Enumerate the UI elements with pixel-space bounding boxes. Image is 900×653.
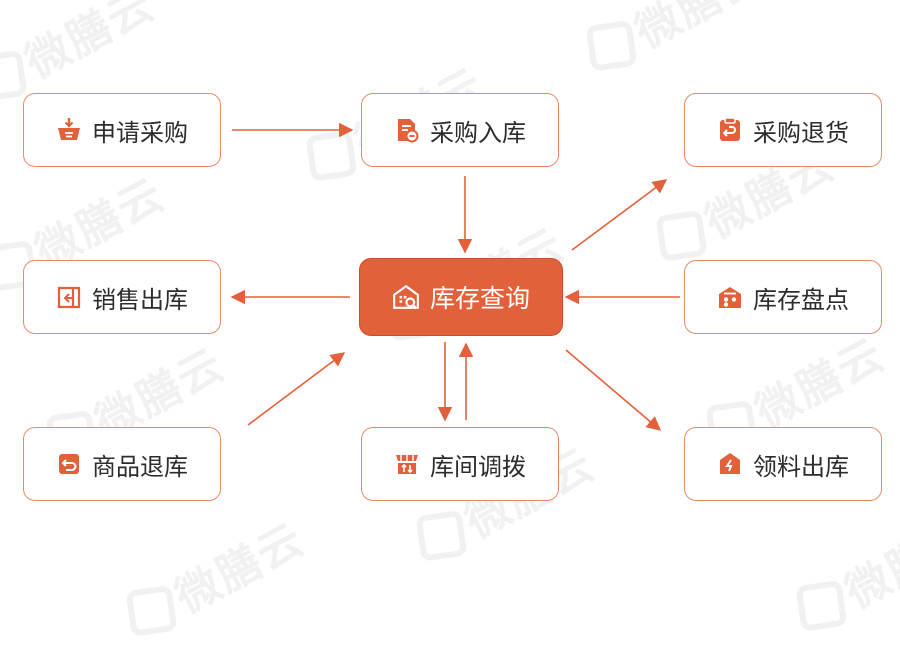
box-out-icon (57, 286, 81, 309)
warehouse-search-icon (393, 284, 419, 310)
node-label: 库存盘点 (753, 285, 849, 314)
node-purchase-return[interactable]: 采购退货 (684, 93, 882, 167)
node-label: 销售出库 (92, 285, 188, 314)
node-label: 采购退货 (753, 118, 849, 147)
node-label: 商品退库 (92, 452, 188, 481)
return-box-icon (59, 454, 79, 474)
node-label: 领料出库 (753, 452, 849, 481)
node-label: 库存查询 (429, 284, 530, 313)
node-apply-purchase[interactable]: 申请采购 (23, 93, 221, 167)
node-label: 采购入库 (430, 118, 526, 147)
clipboard-return-icon (720, 117, 740, 141)
node-transfer[interactable]: 库间调拨 (361, 427, 559, 501)
node-purchase-in[interactable]: 采购入库 (361, 93, 559, 167)
document-in-icon (398, 119, 419, 143)
warehouse-count-icon (719, 287, 741, 308)
node-inventory-query[interactable]: 库存查询 (359, 258, 563, 336)
node-label: 申请采购 (92, 118, 188, 147)
material-box-icon (720, 453, 740, 474)
basket-icon (58, 118, 80, 140)
arrow-query-to-purchase-return (571, 179, 668, 251)
store-transfer-icon (396, 455, 418, 474)
node-sales-out[interactable]: 销售出库 (23, 260, 221, 334)
node-stocktake[interactable]: 库存盘点 (684, 260, 882, 334)
arrow-query-to-material-out (565, 349, 662, 431)
arrow-goods-return-to-query (247, 352, 346, 426)
node-material-out[interactable]: 领料出库 (684, 427, 882, 501)
flow-arrows (230, 122, 680, 431)
node-goods-return[interactable]: 商品退库 (23, 427, 221, 501)
node-label: 库间调拨 (430, 452, 526, 481)
